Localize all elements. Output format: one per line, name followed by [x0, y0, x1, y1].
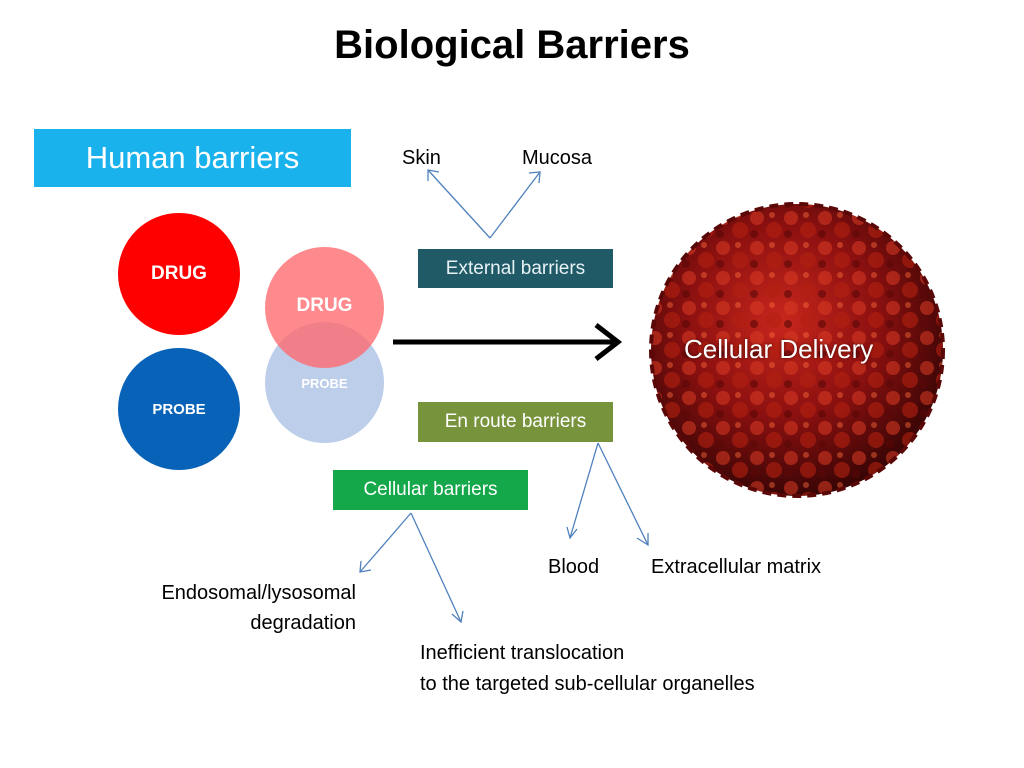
cellular-barriers-box: Cellular barriers — [333, 470, 528, 510]
en-route-barriers-box: En route barriers — [418, 402, 613, 442]
probe-label: PROBE — [152, 400, 206, 418]
page-title: Biological Barriers — [334, 23, 690, 67]
skin-label: Skin — [402, 147, 441, 169]
mucosa-label: Mucosa — [522, 147, 593, 169]
endosomal-label-line1: Endosomal/lysosomal — [161, 582, 356, 604]
merged-drug-label: DRUG — [296, 295, 353, 316]
blood-label: Blood — [548, 556, 600, 578]
arrow-to-translocation — [410, 512, 462, 623]
merged-drug-circle — [265, 247, 384, 368]
arrowhead-blood — [566, 526, 578, 540]
arrowhead-mucosa — [528, 171, 541, 184]
drug-label: DRUG — [151, 263, 207, 284]
cellular-delivery-label: Cellular Delivery — [684, 334, 874, 364]
human-barriers-box: Human barriers — [34, 129, 351, 187]
merged-probe-label: PROBE — [301, 376, 348, 391]
arrowhead-skin — [427, 169, 440, 181]
external-barriers-box: External barriers — [418, 249, 613, 288]
arrow-to-extracellular-matrix — [597, 442, 649, 546]
translocation-label-line1: Inefficient translocation — [420, 642, 625, 664]
arrowhead-translocation — [451, 610, 464, 624]
arrow-to-blood — [569, 442, 599, 539]
arrow-to-mucosa — [489, 171, 541, 239]
arrowhead-endosomal — [359, 560, 372, 573]
arrow-to-endosomal — [359, 512, 412, 573]
cell-illustration — [649, 202, 945, 498]
extracellular-matrix-label: Extracellular matrix — [651, 556, 822, 578]
endosomal-label-line2: degradation — [250, 612, 356, 634]
arrowhead-extracellular-matrix — [636, 533, 649, 547]
delivery-arrow — [393, 323, 623, 361]
translocation-label-line2: to the targeted sub-cellular organelles — [420, 673, 755, 695]
drug-circle: DRUG — [118, 213, 240, 335]
arrow-to-skin — [427, 169, 491, 239]
probe-circle: PROBE — [118, 348, 240, 470]
